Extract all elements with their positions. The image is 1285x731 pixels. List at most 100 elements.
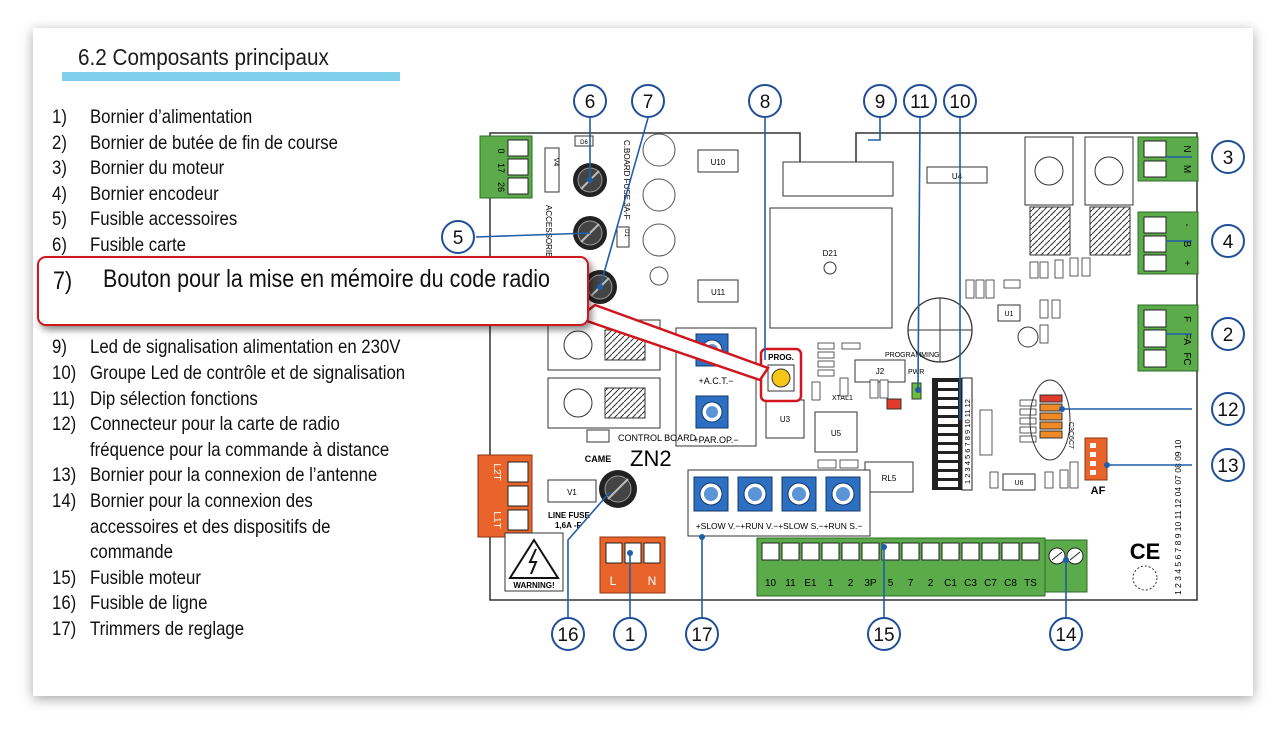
- leader-lines: [475, 117, 1192, 618]
- svg-text:J2: J2: [876, 367, 885, 376]
- marker-label: 15: [873, 625, 894, 646]
- marker-circle: [1211, 317, 1245, 351]
- terminal-label: 17: [496, 163, 506, 173]
- line-fuse-label: LINE FUSE: [548, 511, 590, 520]
- marker-circle: [613, 617, 647, 651]
- limit-switch-terminal: F FA FC: [1137, 304, 1199, 372]
- dip-lever: [938, 454, 958, 460]
- terminal-screw: [781, 542, 800, 561]
- svg-text:V4: V4: [552, 158, 559, 167]
- relay-rl5: RL5: [864, 461, 914, 493]
- smd-components: [675, 257, 1091, 489]
- marker-label: 10: [949, 92, 970, 113]
- chip-u3: U3: [765, 399, 805, 439]
- warning-block: WARNING!: [504, 532, 564, 592]
- dip-lever: [938, 418, 958, 424]
- marker-label: 6: [585, 92, 596, 113]
- marker-label: 4: [1223, 232, 1234, 253]
- svg-text:D6: D6: [580, 140, 588, 146]
- terminal-block-l: L2T L1T: [477, 454, 533, 538]
- spare-fuse: [649, 266, 669, 286]
- marker-label: 1: [625, 625, 636, 646]
- control-board-diagram: 0 17 26 L2T L1T N M - B + F FA FC: [441, 84, 1245, 651]
- terminal-label: 10: [765, 578, 777, 589]
- relay-large: [782, 161, 894, 197]
- marker-circle: [1211, 392, 1245, 426]
- marker-circle: [685, 617, 719, 651]
- dip-lever: [938, 463, 958, 469]
- marker-circle: [867, 617, 901, 651]
- connector-j2: J2: [854, 359, 906, 383]
- legend-text: fréquence pour la commande à distance: [90, 438, 390, 461]
- marker-label: 11: [910, 92, 930, 113]
- spare-fuse: [642, 223, 676, 257]
- terminal-label: FA: [1181, 333, 1192, 346]
- legend-text: Bornier pour la connexion des: [90, 489, 313, 512]
- warning-label: WARNING!: [513, 581, 554, 590]
- legend-number: 11): [52, 387, 76, 410]
- encoder-terminal: - B +: [1137, 211, 1199, 275]
- terminal-label: TS: [1024, 578, 1037, 589]
- terminal-label: C7: [984, 578, 997, 589]
- trimmer-knob-center: [704, 487, 718, 501]
- terminal-label: N: [1181, 145, 1192, 152]
- legend-number: 1): [52, 106, 67, 128]
- terminal-label: C3: [964, 578, 977, 589]
- marker-label: 2: [1223, 325, 1234, 346]
- xtal-label: XTAL1: [832, 395, 853, 402]
- marker-circle: [903, 84, 937, 118]
- legend-text: Bornier du moteur: [90, 157, 225, 180]
- power-terminal: L N: [599, 536, 666, 594]
- diode-d6: D6: [574, 135, 594, 147]
- marker-label: 3: [1223, 148, 1234, 169]
- terminal-label: 2: [848, 578, 854, 589]
- marker-circle: [863, 84, 897, 118]
- dip-lever: [938, 391, 958, 397]
- marker-circle: [631, 84, 665, 118]
- terminal-label: 11: [785, 578, 796, 589]
- svg-text:D21: D21: [823, 249, 838, 258]
- legend-number: 3): [52, 157, 67, 180]
- pwr-label: PWR: [908, 369, 924, 376]
- terminal-label: 26: [496, 182, 506, 192]
- motor-terminal: N M: [1137, 136, 1199, 182]
- marker-circle: [1211, 224, 1245, 258]
- legend-number: 14): [52, 489, 77, 512]
- marker-label: 5: [453, 228, 464, 249]
- callout-number: 7): [53, 267, 73, 295]
- callout-text: Bouton pour la mise en mémoire du code r…: [103, 265, 550, 293]
- terminal-label: 7: [908, 578, 914, 589]
- terminal-label: L1T: [491, 511, 502, 528]
- trimmer-knob-center: [836, 487, 850, 501]
- af-label: AF: [1091, 485, 1106, 497]
- dip-lever: [938, 445, 958, 451]
- brand-label: CAME: [585, 454, 612, 464]
- highlight-callout: 7) Bouton pour la mise en mémoire du cod…: [37, 256, 589, 326]
- led-label: C3: [1067, 422, 1074, 431]
- legend-text: Led de signalisation alimentation en 230…: [90, 336, 401, 359]
- varistor-v4: V4: [544, 147, 560, 193]
- legend-text: Fusible carte: [90, 233, 187, 256]
- svg-text:V1: V1: [567, 488, 577, 497]
- legend-text: Bornier encodeur: [90, 182, 219, 205]
- legend-number: 6): [52, 233, 67, 256]
- chip-u10: U10: [697, 149, 739, 173]
- legend-text: Dip sélection fonctions: [90, 387, 258, 410]
- led-group: C3 C6 C7: [1029, 379, 1074, 461]
- legend-text: Groupe Led de contrôle et de signalisati…: [90, 361, 406, 384]
- legend-text: commande: [90, 541, 173, 564]
- terminal-label: B: [1181, 241, 1192, 248]
- legend-number: 10): [52, 361, 77, 384]
- terminal-label: F: [1181, 316, 1192, 322]
- svg-text:D1: D1: [623, 229, 629, 237]
- varistor-v1: V1: [547, 479, 597, 503]
- terminal-label: C1: [944, 578, 957, 589]
- terminal-label: M: [1181, 165, 1192, 173]
- warning-icon: [508, 538, 560, 579]
- terminal-screw: [821, 542, 840, 561]
- capacitor-c25: [1017, 326, 1039, 348]
- prog-label: PROG.: [768, 353, 794, 362]
- transformer: D21: [769, 207, 893, 329]
- legend-number: 17): [52, 617, 77, 640]
